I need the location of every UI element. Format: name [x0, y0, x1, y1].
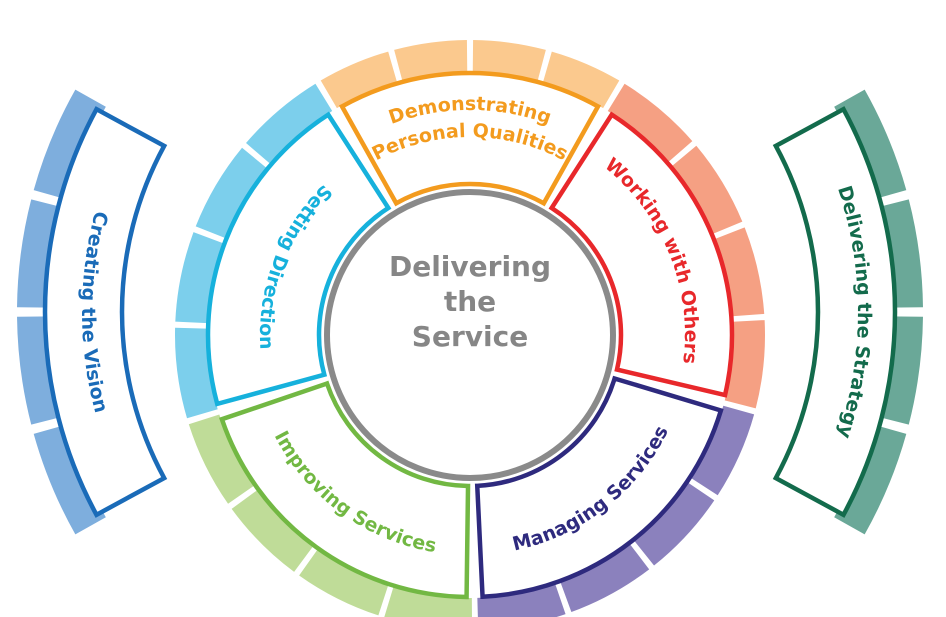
- band-tile-demonstrating: [542, 51, 620, 109]
- side-band-tile-vision: [33, 424, 106, 535]
- band-tile-improving: [299, 549, 389, 616]
- panel-working: [548, 111, 735, 398]
- band-tile-managing: [560, 543, 650, 613]
- center-circle: [324, 189, 616, 481]
- band-tile-working: [714, 227, 765, 317]
- side-band-tile-strategy: [834, 89, 907, 200]
- band-tile-demonstrating: [394, 40, 468, 81]
- band-tile-setting: [246, 83, 333, 164]
- band-tile-managing: [634, 482, 715, 566]
- band-tile-setting: [195, 147, 267, 239]
- side-band-tile-strategy: [834, 424, 907, 535]
- side-panel-strategy: [772, 106, 898, 518]
- side-panel-vision: [42, 106, 168, 518]
- center-title-line: Delivering: [389, 250, 551, 283]
- band-tile-demonstrating: [472, 40, 546, 81]
- band-tile-improving: [188, 414, 255, 504]
- band-tile-improving: [231, 489, 314, 572]
- band-tile-improving: [384, 586, 472, 617]
- panel-improving: [219, 380, 471, 600]
- side-band-tile-vision: [33, 89, 106, 200]
- band-tile-managing: [690, 405, 755, 496]
- band-tile-demonstrating: [320, 51, 398, 109]
- center-title-line: Service: [412, 320, 528, 353]
- band-tile-working: [724, 320, 765, 409]
- band-tile-managing: [477, 583, 566, 617]
- band-tile-working: [607, 83, 693, 163]
- center-title-line: the: [444, 285, 496, 318]
- panel-demonstrating: [338, 70, 602, 207]
- panel-managing: [474, 375, 724, 600]
- band-tile-working: [671, 145, 743, 234]
- band-tile-setting: [175, 232, 224, 324]
- panel-setting: [205, 111, 392, 407]
